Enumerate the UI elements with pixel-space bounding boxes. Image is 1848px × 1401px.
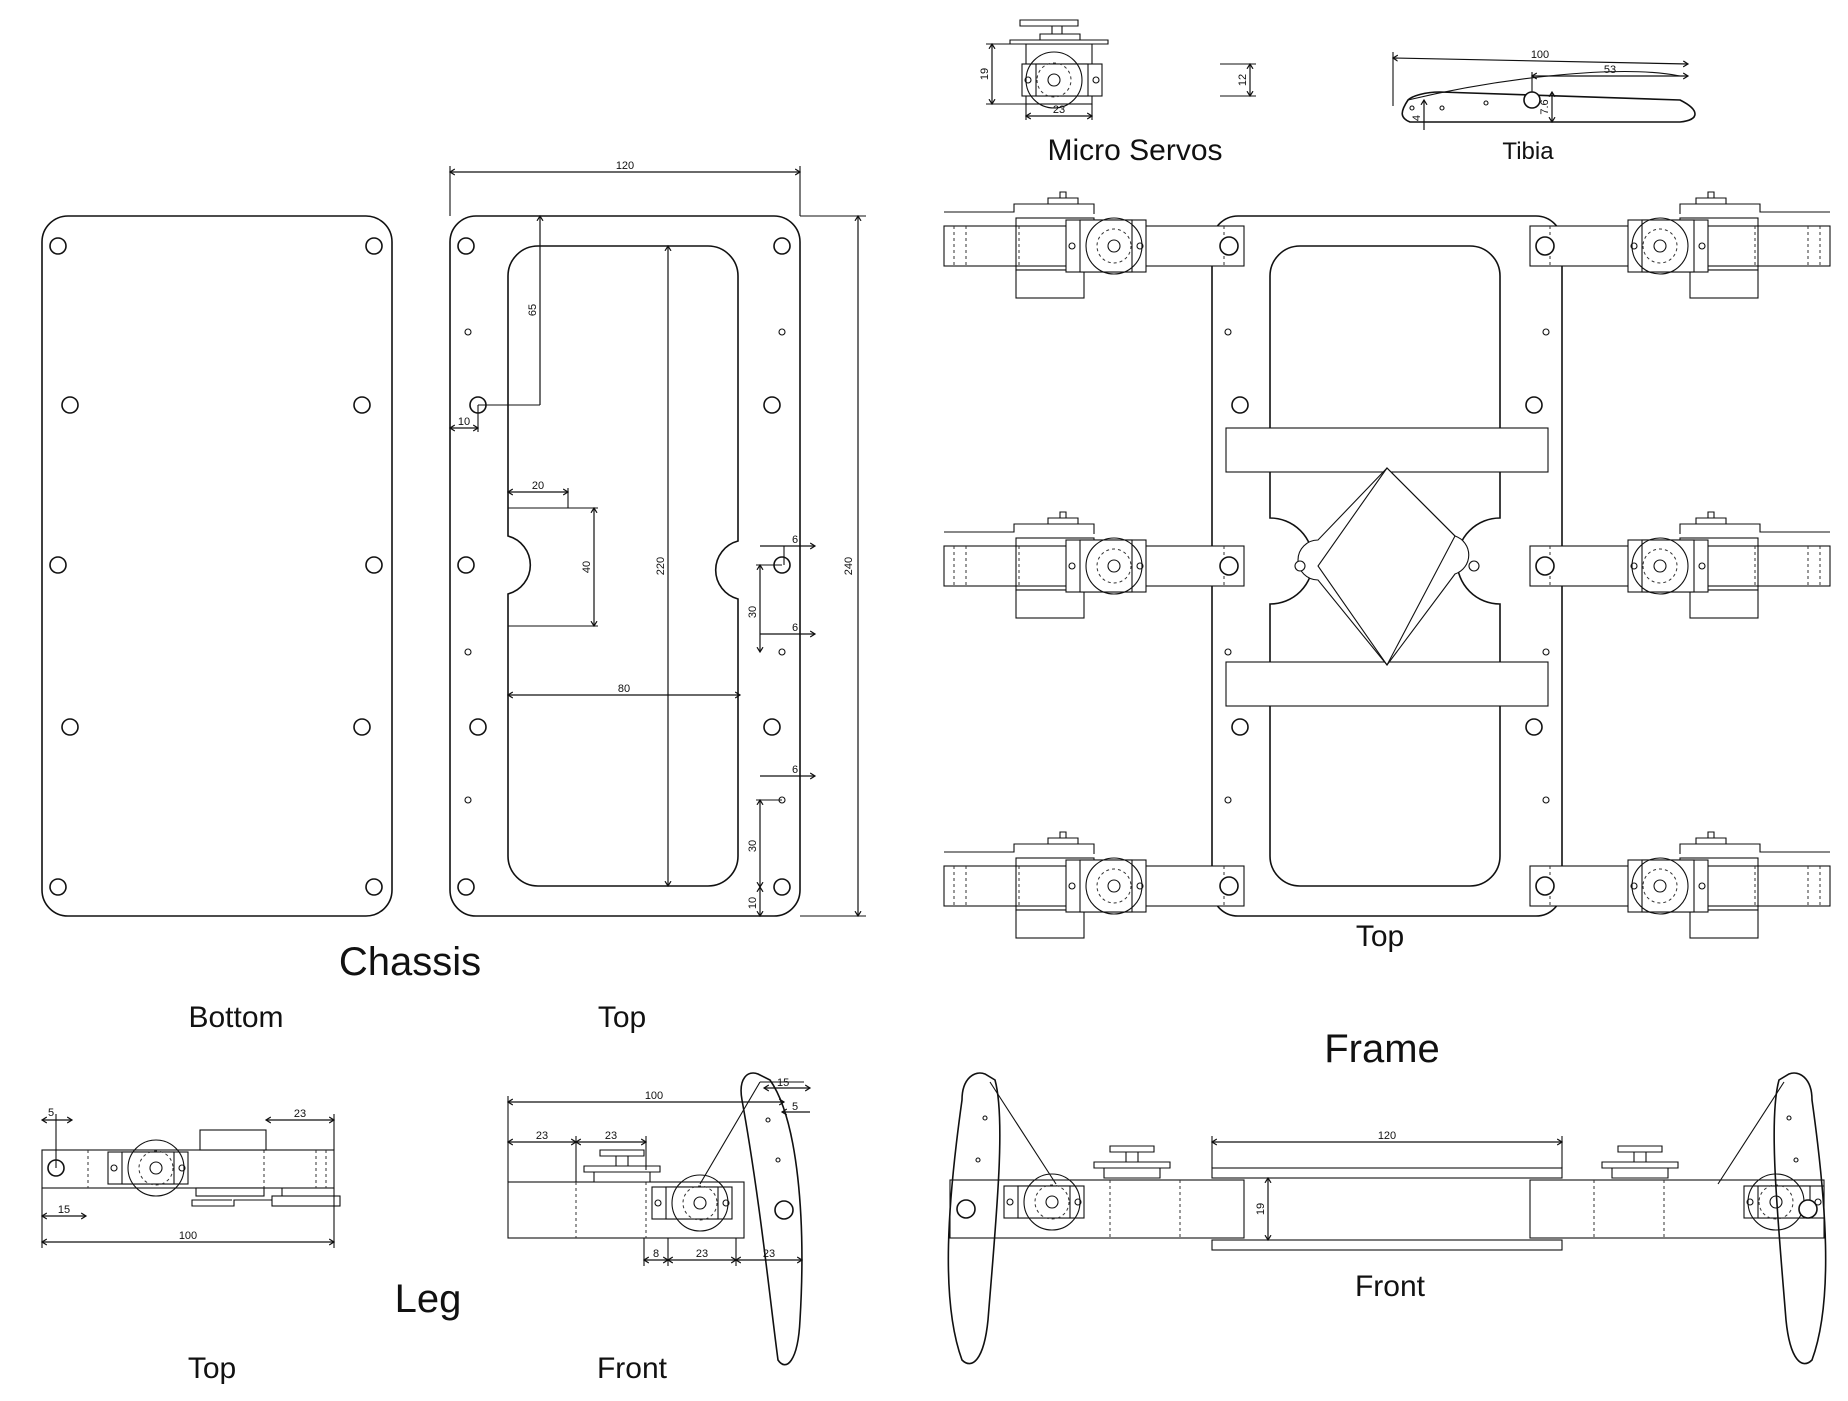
dim-servo-width: 23 xyxy=(1053,104,1065,116)
dim-chassis-inner-width: 80 xyxy=(618,683,630,695)
chassis-title: Chassis xyxy=(339,940,481,984)
dim-leg-top-a: 5 xyxy=(48,1107,54,1119)
leg-top-label: Top xyxy=(188,1352,236,1385)
frame-title: Frame xyxy=(1324,1027,1440,1071)
dim-leg-front-e: 8 xyxy=(653,1248,659,1260)
dim-tibia-width-b: 7.6 xyxy=(1539,99,1551,114)
dim-servo-depth: 12 xyxy=(1237,74,1249,86)
dim-chassis-spacing-b: 30 xyxy=(747,840,759,852)
tibia-drawing: 100 53 4 7.6 xyxy=(1393,49,1696,130)
dim-chassis-notch-height: 40 xyxy=(581,561,593,573)
dim-chassis-inner-height: 220 xyxy=(655,557,667,575)
micro-servos-label: Micro Servos xyxy=(1047,134,1222,167)
leg-top-view: 5 23 15 100 xyxy=(42,1107,341,1248)
dim-frame-front-height: 19 xyxy=(1255,1203,1267,1215)
dim-tibia-length: 100 xyxy=(1531,49,1549,61)
frame-top-view xyxy=(943,191,1831,939)
chassis-bottom-plate xyxy=(41,215,393,917)
dim-leg-front-len: 100 xyxy=(645,1090,663,1102)
dim-chassis-hole-offset: 65 xyxy=(527,304,539,316)
chassis-bottom-label: Bottom xyxy=(188,1001,283,1034)
dim-leg-top-c: 15 xyxy=(58,1204,70,1216)
dim-leg-front-g: 23 xyxy=(763,1248,775,1260)
leg-front-view: 100 23 23 15 5 8 23 23 xyxy=(508,1072,810,1366)
leg-title: Leg xyxy=(395,1277,462,1321)
dim-chassis-width: 120 xyxy=(616,160,634,172)
dim-frame-front-width: 120 xyxy=(1378,1130,1396,1142)
dim-chassis-spacing-a: 30 xyxy=(747,606,759,618)
dim-tibia-hole: 53 xyxy=(1604,64,1616,76)
tibia-label: Tibia xyxy=(1502,138,1554,165)
frame-front-view: 120 19 xyxy=(947,1072,1827,1365)
dim-chassis-bottom-edge: 10 xyxy=(747,897,759,909)
dim-leg-front-d: 5 xyxy=(792,1101,798,1113)
dim-leg-top-len: 100 xyxy=(179,1230,197,1242)
dim-chassis-inset-c: 6 xyxy=(792,764,798,776)
dim-chassis-height: 240 xyxy=(843,557,855,575)
dim-chassis-notch-width: 20 xyxy=(532,480,544,492)
dim-chassis-edge: 10 xyxy=(458,416,470,428)
dim-chassis-inset-b: 6 xyxy=(792,622,798,634)
dim-chassis-inset-a: 6 xyxy=(792,534,798,546)
chassis-top-label: Top xyxy=(598,1001,646,1034)
dim-tibia-width-a: 4 xyxy=(1411,115,1423,121)
dim-leg-front-b: 23 xyxy=(605,1130,617,1142)
micro-servo-top-view: 12 xyxy=(1021,51,1256,109)
leg-front-label: Front xyxy=(597,1352,668,1385)
chassis-top-plate: 120 240 220 65 10 20 40 80 6 30 6 6 xyxy=(450,160,866,916)
dim-leg-front-a: 23 xyxy=(536,1130,548,1142)
dim-servo-height: 19 xyxy=(979,68,991,80)
dim-leg-top-b: 23 xyxy=(294,1108,306,1120)
dim-leg-front-f: 23 xyxy=(696,1248,708,1260)
dim-leg-front-c: 15 xyxy=(777,1077,789,1089)
frame-front-label: Front xyxy=(1355,1270,1426,1303)
frame-top-label: Top xyxy=(1356,920,1404,953)
